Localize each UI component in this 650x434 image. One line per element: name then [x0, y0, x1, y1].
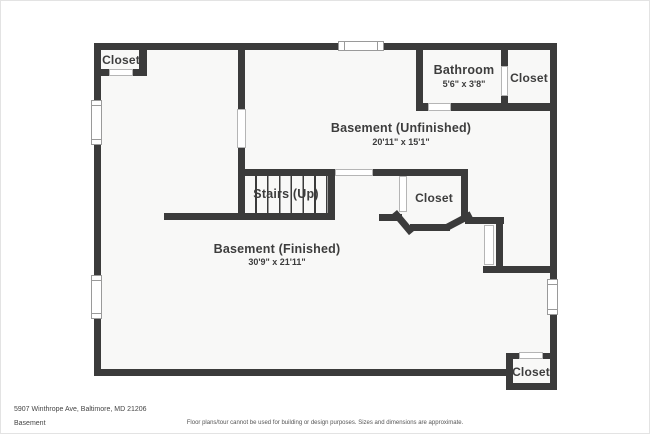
outer-wall-right — [550, 43, 557, 359]
nook-door-opening — [484, 225, 494, 265]
nook-wall-top — [465, 217, 504, 224]
interior-wall-vertical-lower — [238, 148, 245, 220]
closet-br-wall-bottom — [506, 383, 557, 390]
outer-wall-bottom — [94, 369, 513, 376]
stairs-wall-right — [328, 169, 335, 220]
closet-br-wall-top-right-stub — [543, 353, 557, 359]
footer-address: 5907 Winthrope Ave, Baltimore, MD 21206 — [14, 406, 147, 413]
footer-floor-name: Basement — [14, 420, 46, 427]
bottom-right-closet-floor — [513, 358, 550, 384]
interior-wall-door-opening — [237, 109, 246, 148]
room-dimensions-basement-finished: 30'9" x 21'11" — [248, 257, 306, 267]
room-label-stairs: Stairs (Up) — [253, 187, 319, 201]
closet-mid-wall-stub-left — [379, 214, 402, 221]
outer-wall-left — [94, 43, 101, 376]
closet-tr-divider-upper — [501, 43, 508, 66]
closet-tl-wall-right — [139, 43, 147, 76]
window-top-wall — [338, 41, 384, 51]
closet-mid-door-opening — [399, 176, 407, 212]
room-label-basement-unfinished: Basement (Unfinished) — [330, 121, 472, 135]
closet-br-door-opening — [519, 352, 543, 359]
window-left-wall-lower — [91, 275, 102, 319]
bathroom-wall-left — [416, 43, 423, 111]
room-dimensions-basement-unfinished: 20'11" x 15'1" — [372, 137, 430, 147]
interior-wall-vertical-upper — [238, 43, 245, 109]
closet-tr-divider-lower — [501, 96, 508, 111]
room-dimensions-bathroom: 5'6" x 3'8" — [442, 79, 486, 89]
bathroom-wall-bottom-left — [416, 103, 428, 111]
stairs-wall-bottom — [164, 213, 335, 220]
room-label-closet-top-right: Closet — [510, 71, 548, 85]
nook-wall-left — [496, 217, 503, 273]
room-label-bathroom: Bathroom — [433, 63, 495, 77]
room-label-closet-middle-right: Closet — [415, 191, 453, 205]
room-label-closet-bottom-right: Closet — [512, 365, 550, 379]
closet-mid-wall-bottom — [410, 224, 450, 231]
closet-br-wall-right — [550, 353, 557, 390]
room-label-basement-finished: Basement (Finished) — [213, 242, 341, 256]
closet-br-wall-top-left-stub — [506, 353, 520, 359]
window-right-wall — [547, 279, 558, 315]
stair-treads — [245, 176, 328, 213]
nook-wall-bottom — [483, 266, 557, 273]
outer-wall-top — [94, 43, 557, 50]
room-label-closet-top-left: Closet — [102, 53, 140, 67]
closet-tl-door-opening — [109, 69, 133, 76]
stairs-wall-top — [238, 169, 335, 176]
landing-wall-right-of-door — [373, 169, 468, 176]
bathroom-door-opening — [428, 103, 451, 111]
landing-door-opening — [335, 169, 373, 176]
window-left-wall-upper — [91, 100, 102, 145]
footer-disclaimer: Floor plans/tour cannot be used for buil… — [186, 420, 464, 426]
closet-br-wall-left — [506, 353, 513, 390]
closet-mid-wall-right — [461, 172, 468, 220]
closet-tr-door-opening — [501, 66, 508, 96]
